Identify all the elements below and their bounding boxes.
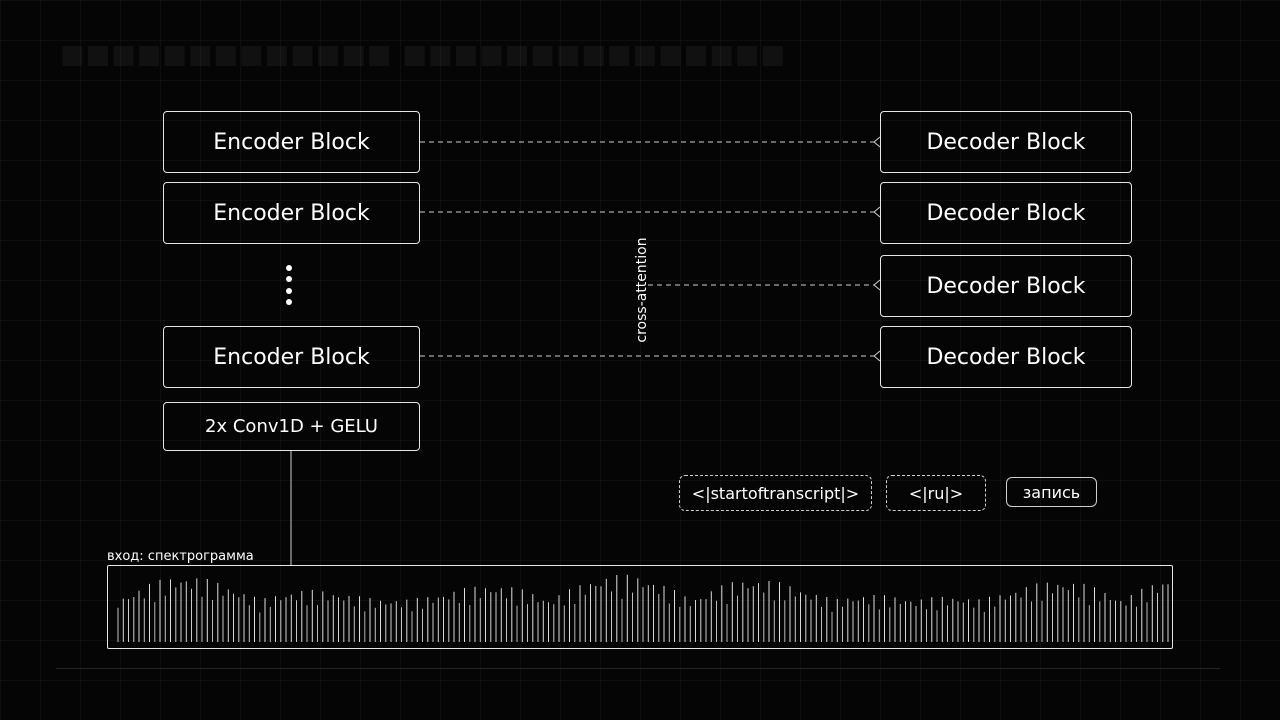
arrowhead-3 <box>873 279 881 291</box>
encoder-block-label: Encoder Block <box>213 200 370 226</box>
token-label: запись <box>1022 482 1081 502</box>
decoder-block-3: Decoder Block <box>880 255 1132 317</box>
token-language: <|ru|> <box>886 475 986 511</box>
decoder-block-label: Decoder Block <box>926 344 1086 370</box>
spectrogram-waveform <box>117 574 1169 642</box>
arrowhead-4 <box>873 350 881 362</box>
arrowhead-2 <box>873 206 881 218</box>
input-label: вход: спектрограмма <box>107 549 254 564</box>
encoder-block-3: Encoder Block <box>163 326 420 388</box>
ellipsis-dots <box>285 265 293 305</box>
encoder-block-2: Encoder Block <box>163 182 420 244</box>
token-startoftranscript: <|startoftranscript|> <box>679 475 872 511</box>
background-watermark-title: ■■■■■■■■■■■■■ ■■■■■■■■■■■■■■■ <box>60 40 786 70</box>
decoder-block-2: Decoder Block <box>880 182 1132 244</box>
encoder-block-label: Encoder Block <box>213 344 370 370</box>
conv-gelu-block: 2x Conv1D + GELU <box>163 402 420 451</box>
decoder-block-1: Decoder Block <box>880 111 1132 173</box>
bottom-divider <box>56 668 1220 669</box>
decoder-block-label: Decoder Block <box>926 200 1086 226</box>
token-label: <|ru|> <box>908 483 964 503</box>
encoder-block-1: Encoder Block <box>163 111 420 173</box>
encoder-block-label: Encoder Block <box>213 129 370 155</box>
decoder-block-label: Decoder Block <box>926 273 1086 299</box>
token-task: запись <box>1006 477 1097 507</box>
conv-gelu-label: 2x Conv1D + GELU <box>205 416 378 437</box>
arrowhead-1 <box>873 136 881 148</box>
spectrogram-panel <box>107 565 1173 649</box>
cross-attention-label: cross-attention <box>634 237 650 343</box>
decoder-block-label: Decoder Block <box>926 129 1086 155</box>
decoder-block-4: Decoder Block <box>880 326 1132 388</box>
token-label: <|startoftranscript|> <box>691 483 860 503</box>
